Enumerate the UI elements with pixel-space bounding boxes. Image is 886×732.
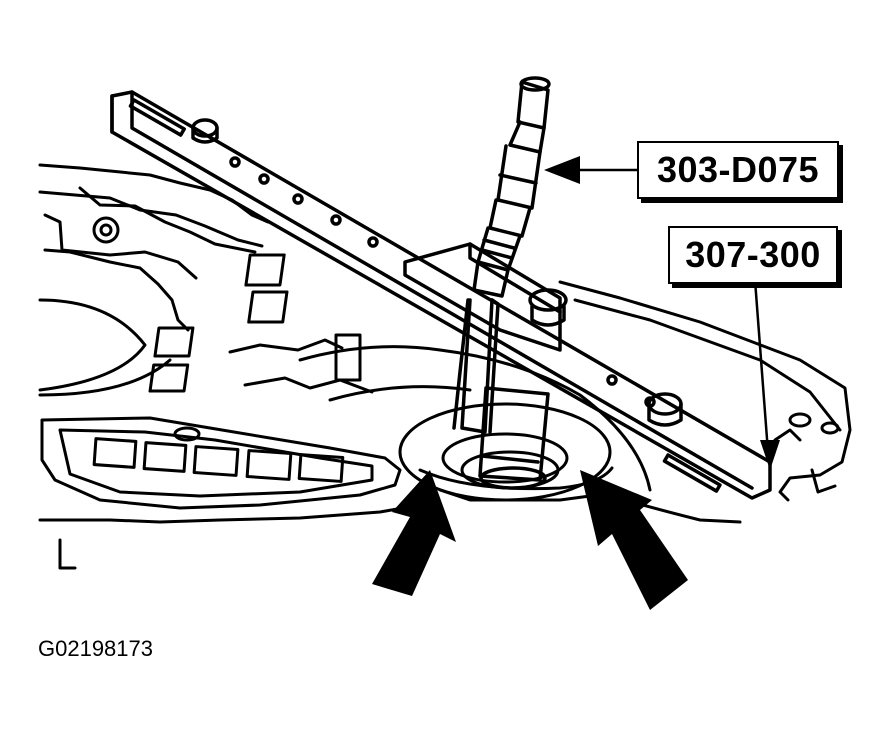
callout-303-D075: 303-D075 bbox=[637, 141, 839, 199]
fixture-bar bbox=[110, 90, 772, 500]
transmission-case-left bbox=[38, 163, 422, 570]
pump-bore bbox=[298, 345, 652, 502]
leader-arrowhead-300 bbox=[760, 440, 780, 470]
callout-307-300: 307-300 bbox=[668, 226, 838, 284]
slide-hammer-303-D075 bbox=[452, 76, 551, 490]
figure-id: G02198173 bbox=[38, 636, 153, 661]
indicator-arrow-left bbox=[372, 470, 456, 596]
indicator-arrow-right bbox=[580, 470, 688, 610]
leader-lines bbox=[574, 168, 770, 454]
leader-arrowhead-d075 bbox=[544, 156, 580, 184]
